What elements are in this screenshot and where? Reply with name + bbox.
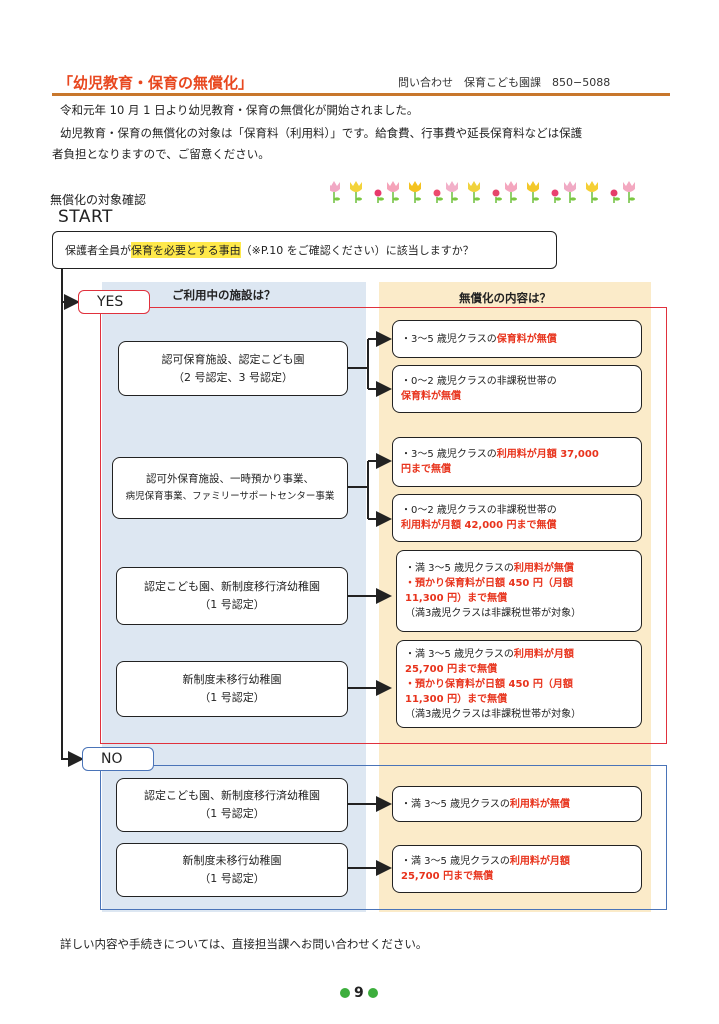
facility-line: （2 号認定、3 号認定） [173,370,293,384]
intro-line-1: 令和元年 10 月 1 日より幼児教育・保育の無償化が開始されました。 [60,103,419,117]
facility-line: 新制度未移行幼稚園 [182,673,282,686]
facility-line: （1 号認定） [199,807,265,820]
tulip-icon [409,181,421,203]
flower-icon [610,189,620,203]
facility-unlicensed: 認可外保育施設、一時預かり事業、 病児保育事業、ファミリーサポートセンター事業 [112,457,348,519]
no-tag: NO [82,747,154,771]
no-frame [100,765,667,910]
result-highlight: 利用料が月額 37,000 [496,449,599,460]
facility-line: 認定こども園、新制度移行済幼稚園 [144,580,320,593]
flower-icon [492,189,502,203]
result-text: ・満 3〜5 歳児クラスの [405,563,514,574]
contact-info: 問い合わせ 保育こども園課 850−5088 [398,76,611,89]
result-highlight: 保育料が無償 [496,333,557,345]
dot-icon [340,988,350,998]
tulip-icon [446,181,458,203]
result-box: ・満 3〜5 歳児クラスの利用料が無償 ・預かり保育料が日額 450 円（月額 … [396,550,642,632]
facility-line: 認定こども園、新制度移行済幼稚園 [144,789,320,802]
facility-column-heading: ご利用中の施設は？ [172,288,276,302]
result-box: ・満 3〜5 歳児クラスの利用料が月額 25,700 円まで無償 [392,845,642,893]
facility-kindergarten: 新制度未移行幼稚園 （1 号認定） [116,661,348,717]
result-column-heading: 無償化の内容は？ [459,291,551,305]
facility-kindergarten-no: 新制度未移行幼稚園 （1 号認定） [116,843,348,897]
result-box: ・3〜5 歳児クラスの保育料が無償 [392,320,642,358]
flower-icon [551,189,561,203]
question-suffix: （※P.10 をご確認ください）に該当しますか？ [240,244,474,257]
tulip-icon [586,181,598,203]
facility-licensed: 認可保育施設、認定こども園 （2 号認定、3 号認定） [118,341,348,396]
result-text: ・満 3〜5 歳児クラスの [401,856,510,867]
result-highlight: 利用料が月額 [513,648,574,660]
facility-certified-kindergarten-no: 認定こども園、新制度移行済幼稚園 （1 号認定） [116,778,348,832]
tulip-icon [505,181,517,203]
result-text: ・満 3〜5 歳児クラスの [405,648,514,660]
result-text: ・満 3〜5 歳児クラスの [401,798,510,810]
result-highlight: 利用料が無償 [513,563,574,574]
question-highlight: 保育を必要とする事由 [131,242,241,258]
result-box: ・3〜5 歳児クラスの利用料が月額 37,000 円まで無償 [392,437,642,487]
result-highlight: 利用料が月額 [509,856,570,867]
question-prefix: 保護者全員が [65,244,131,257]
result-highlight: ・預かり保育料が日額 450 円（月額 [405,678,573,690]
result-note: （満3歳児クラスは非課税世帯が対象） [405,608,582,619]
facility-line: 新制度未移行幼稚園 [182,854,282,867]
result-box: ・満 3〜5 歳児クラスの利用料が月額 25,700 円まで無償 ・預かり保育料… [396,640,642,728]
page-title: 「幼児教育・保育の無償化」 [58,74,254,92]
facility-line: （1 号認定） [199,598,265,611]
tulip-icon [330,181,340,203]
result-text: ・3〜5 歳児クラスの [401,449,497,460]
result-highlight: 利用料が無償 [509,798,570,810]
tulip-icon [527,181,539,203]
facility-line: （1 号認定） [199,872,265,885]
facility-line: 病児保育事業、ファミリーサポートセンター事業 [125,491,335,502]
footer-note: 詳しい内容や手続きについては、直接担当課へお問い合わせください。 [60,937,428,951]
tulip-icon [564,181,576,203]
result-text: ・3〜5 歳児クラスの [401,333,497,345]
result-highlight: 保育料が無償 [401,391,461,402]
section-label: 無償化の対象確認 [50,193,147,207]
result-highlight: 11,300 円）まで無償 [405,693,508,705]
facility-certified-kindergarten: 認定こども園、新制度移行済幼稚園 （1 号認定） [116,567,348,625]
header-rule [52,93,670,96]
question-box: 保護者全員が保育を必要とする事由（※P.10 をご確認ください）に該当しますか？ [52,231,557,269]
result-box: ・0〜2 歳児クラスの非課税世帯の 利用料が月額 42,000 円まで無償 [392,494,642,542]
result-box: ・満 3〜5 歳児クラスの利用料が無償 [392,786,642,822]
result-highlight: 25,700 円まで無償 [401,871,494,882]
page-number: 9 [340,985,378,1001]
dot-icon [367,988,378,998]
start-label: START [58,207,113,227]
flower-icon [433,189,443,203]
intro-line-2: 幼児教育・保育の無償化の対象は「保育料（利用料）」です。給食費、行事費や延長保育… [60,126,583,140]
yes-frame [100,307,667,744]
tulip-icon [350,181,362,203]
result-highlight: 円まで無償 [401,464,451,475]
yes-tag: YES [78,290,150,314]
tulip-icon [387,181,399,203]
page-number-text: 9 [354,985,364,1001]
result-note: （満3歳児クラスは非課税世帯が対象） [405,708,582,720]
result-highlight: ・預かり保育料が日額 450 円（月額 [405,578,573,589]
result-text: ・0〜2 歳児クラスの非課税世帯の [401,376,557,387]
flower-icon [374,189,384,203]
tulip-icon [468,181,480,203]
result-highlight: 25,700 円まで無償 [405,663,498,675]
tulip-decoration-icon [330,181,635,203]
result-highlight: 11,300 円）まで無償 [405,593,508,604]
facility-line: 認可保育施設、認定こども園 [161,352,305,366]
tulip-icon [623,181,635,203]
result-box: ・0〜2 歳児クラスの非課税世帯の 保育料が無償 [392,365,642,413]
facility-line: （1 号認定） [199,691,265,704]
facility-line: 認可外保育施設、一時預かり事業、 [146,473,314,485]
result-highlight: 利用料が月額 42,000 円まで無償 [401,520,557,531]
result-text: ・0〜2 歳児クラスの非課税世帯の [401,505,557,516]
intro-line-3: 者負担となりますので、ご留意ください。 [52,147,270,161]
